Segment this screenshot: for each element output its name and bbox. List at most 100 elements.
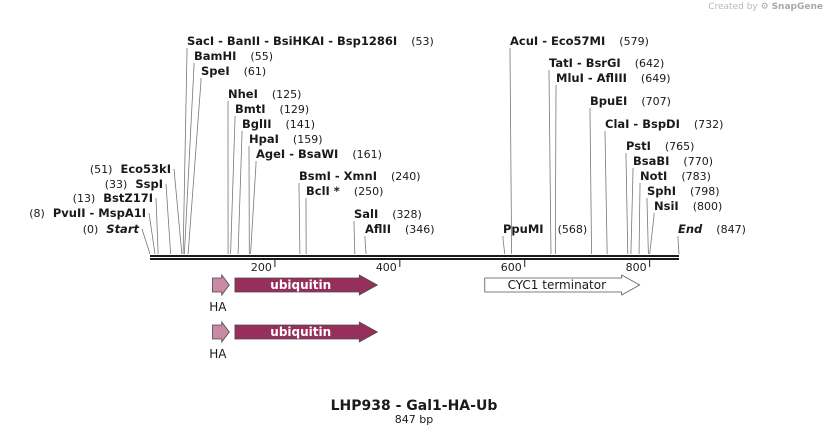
site-leader: [554, 85, 557, 255]
site-label-bstz17i: BstZ17I: [103, 191, 153, 205]
site-position: (125): [272, 88, 302, 101]
feature-ha-2[interactable]: HA: [209, 320, 230, 361]
site-agei[interactable]: AgeI - BsaWI(161): [256, 147, 382, 161]
site-label-spei: SpeI: [201, 64, 230, 78]
credit-brand: SnapGene: [771, 2, 823, 12]
site-sspi[interactable]: SspI(33): [105, 177, 163, 191]
site-label-bmti: BmtI: [235, 102, 266, 116]
feature-label: CYC1 terminator: [508, 278, 607, 292]
site-name: TatI: [549, 56, 573, 70]
site-pvuii[interactable]: PvuII - MspA1I(8): [29, 206, 146, 220]
site-position: (51): [90, 163, 113, 176]
site-mlui[interactable]: MluI - AflIII(649): [556, 71, 671, 85]
site-bglii[interactable]: BglII(141): [242, 117, 315, 131]
site-name-extra: MspA1I: [98, 206, 146, 220]
site-name: BsaBI: [633, 154, 669, 168]
feature-cyc1[interactable]: CYC1 terminator: [484, 274, 641, 296]
site-psti[interactable]: PstI(765): [626, 139, 694, 153]
site-position: (346): [405, 223, 435, 236]
site-name: ClaI: [605, 117, 629, 131]
site-label-aflii: AflII: [365, 222, 391, 236]
site-end[interactable]: End(847): [678, 222, 746, 236]
site-label-bsabi: BsaBI: [633, 154, 669, 168]
site-position: (798): [690, 185, 720, 198]
site-bamhi[interactable]: BamHI (55): [194, 49, 273, 63]
site-position: (13): [73, 192, 96, 205]
site-bpuei[interactable]: BpuEI (707): [590, 94, 671, 108]
site-name: NheI: [228, 87, 258, 101]
site-label-bsmi: BsmI - XmnI: [299, 169, 377, 183]
site-aflii[interactable]: AflII (346): [365, 222, 435, 236]
site-start[interactable]: Start(0): [83, 222, 140, 236]
site-leader: [230, 116, 236, 255]
site-separator: -: [573, 56, 586, 70]
site-leader: [509, 48, 513, 255]
feature-ha-1[interactable]: HA: [209, 273, 230, 314]
site-name: SacI: [187, 34, 214, 48]
site-tati[interactable]: TatI - BsrGI(642): [549, 56, 664, 70]
site-separator: -: [285, 147, 298, 161]
credit-prefix: Created by: [708, 2, 758, 12]
map-title: LHP938 - Gal1-HA-Ub: [331, 398, 498, 414]
site-sali[interactable]: SalI(328): [354, 207, 422, 221]
site-name: AcuI: [510, 34, 538, 48]
site-noti[interactable]: NotI(783): [640, 169, 711, 183]
site-bmti[interactable]: BmtI(129): [235, 102, 309, 116]
site-separator: -: [538, 34, 551, 48]
site-label-noti: NotI: [640, 169, 667, 183]
site-label-bamhi: BamHI: [194, 49, 236, 63]
site-label-eco53ki: Eco53kI: [120, 162, 171, 176]
feature-ubiquitin-2[interactable]: ubiquitin: [234, 321, 379, 343]
feature-arrow: [484, 274, 641, 296]
site-sphi[interactable]: SphI(798): [647, 184, 720, 198]
site-position: (800): [693, 200, 723, 213]
site-leader: [298, 183, 301, 255]
site-name: BmtI: [235, 102, 266, 116]
site-name: Start: [106, 222, 139, 236]
site-nsii[interactable]: NsiI (800): [654, 199, 722, 213]
site-nhei[interactable]: NheI (125): [228, 87, 301, 101]
site-eco53ki[interactable]: Eco53kI (51): [90, 162, 171, 176]
site-label-clai: ClaI - BspDI: [605, 117, 680, 131]
site-name: BpuEI: [590, 94, 627, 108]
site-bstz17i[interactable]: BstZ17I (13): [73, 191, 153, 205]
site-label-nsii: NsiI: [654, 199, 679, 213]
site-name-extra: BsaWI: [298, 147, 338, 161]
feature-label: ubiquitin: [270, 325, 331, 339]
site-position: (55): [250, 50, 273, 63]
site-position: (732): [694, 118, 724, 131]
site-position: (649): [641, 72, 671, 85]
site-name-extra: Bsp1286I: [337, 34, 397, 48]
site-name: NsiI: [654, 199, 679, 213]
site-ppumi[interactable]: PpuMI(568): [503, 222, 587, 236]
site-spei[interactable]: SpeI(61): [201, 64, 266, 78]
site-leader: [165, 183, 172, 255]
site-name: AflII: [365, 222, 391, 236]
site-name: PvuII: [53, 206, 86, 220]
site-name: SpeI: [201, 64, 230, 78]
site-separator: -: [584, 71, 597, 85]
site-label-bglii: BglII: [242, 117, 272, 131]
site-label-bpuei: BpuEI: [590, 94, 627, 108]
site-position: (328): [392, 208, 422, 221]
site-saci[interactable]: SacI - BanII - BsiHKAI - Bsp1286I(53): [187, 34, 434, 48]
site-clai[interactable]: ClaI - BspDI (732): [605, 117, 723, 131]
backbone-top-strand: [150, 255, 679, 257]
site-label-ppumi: PpuMI: [503, 222, 544, 236]
site-acui[interactable]: AcuI - Eco57MI(579): [510, 34, 649, 48]
site-leader: [237, 131, 243, 255]
site-bsmi[interactable]: BsmI - XmnI(240): [299, 169, 421, 183]
feature-ubiquitin-1[interactable]: ubiquitin: [234, 274, 379, 296]
site-position: (707): [641, 95, 671, 108]
site-label-bcli: BclI *: [306, 184, 340, 198]
site-name: PstI: [626, 139, 651, 153]
site-name: AgeI: [256, 147, 285, 161]
site-label-psti: PstI: [626, 139, 651, 153]
site-name: SspI: [135, 177, 163, 191]
site-bsabi[interactable]: BsaBI(770): [633, 154, 713, 168]
site-bcli[interactable]: BclI *(250): [306, 184, 383, 198]
site-name-extra: BspDI: [642, 117, 680, 131]
site-hpai[interactable]: HpaI(159): [249, 132, 323, 146]
